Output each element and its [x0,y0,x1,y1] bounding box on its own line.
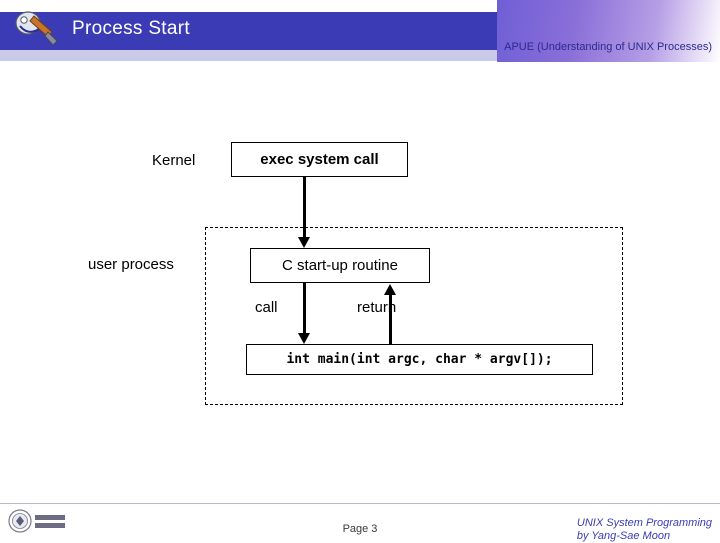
arrow-call-line [303,282,306,334]
return-label: return [357,299,397,316]
c-startup-routine-box: C start-up routine [250,248,430,283]
university-logo-icon [8,509,65,533]
footer-credit-line2: by Yang-Sae Moon [576,530,671,542]
footer-credit-line1: UNIX System Programming [576,517,712,529]
arrow-call-head-icon [298,333,310,344]
page-number: Page 3 [342,523,378,535]
page-title: Process Start [72,18,190,39]
process-start-diagram: Kernel user process exec system call C s… [0,66,720,486]
exec-system-call-box: exec system call [231,142,408,177]
arrow-return-head-icon [384,284,396,295]
footer-credit: UNIX System Programming by Yang-Sae Moon [577,517,712,543]
footer-divider [0,503,720,504]
call-label: call [255,299,278,316]
main-function-box: int main(int argc, char * argv[]); [246,344,593,375]
header-gradient-band [497,0,720,62]
arrow-exec-to-cstartup-head-icon [298,237,310,248]
presentation-logo-icon [15,11,58,46]
kernel-label: Kernel [152,152,196,169]
arrow-exec-to-cstartup-line [303,176,306,238]
slide-header: Process Start APUE (Understanding of UNI… [0,0,720,66]
arrow-return-line [389,293,392,344]
header-underline [0,50,497,61]
slide-footer: Page 3 UNIX System Programming by Yang-S… [0,503,720,543]
user-process-label: user process [88,256,174,273]
user-process-region [205,227,623,405]
header-subtitle: APUE (Understanding of UNIX Processes) [504,41,712,53]
header-title-band [0,12,497,50]
